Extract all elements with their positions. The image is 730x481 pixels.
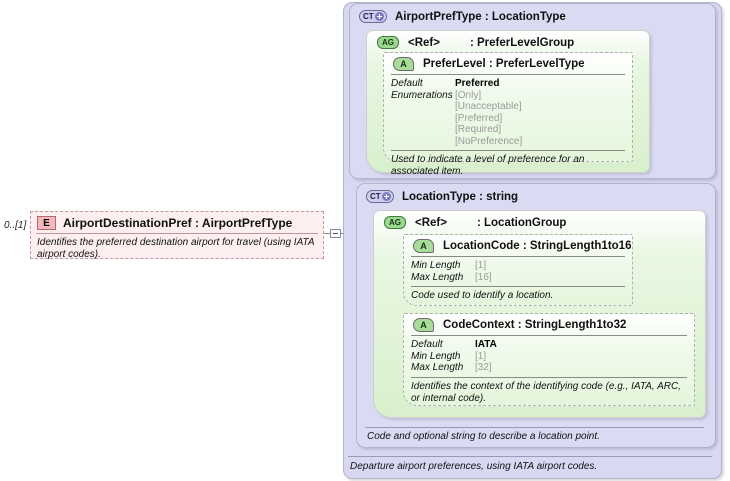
facet-name: Default	[391, 78, 423, 89]
facet-name: Min Length	[411, 260, 461, 271]
collapse-minus-icon[interactable]	[330, 229, 341, 238]
attribute-description: Identifies the context of the identifyin…	[411, 380, 681, 404]
facet-name	[391, 101, 455, 113]
element-airportdestinationpref[interactable]: E AirportDestinationPref : AirportPrefTy…	[30, 211, 324, 260]
attributegroup-title: <Ref> : PreferLevelGroup	[408, 37, 574, 49]
plus-icon	[382, 192, 391, 201]
attributegroup-badge-icon: AG	[384, 216, 406, 229]
facet-name: Default	[411, 339, 443, 350]
element-header: E AirportDestinationPref : AirportPrefTy…	[31, 212, 323, 233]
facet-row: Max Length [16]	[411, 272, 625, 284]
element-divider	[36, 233, 318, 234]
attributegroup-name: : LocationGroup	[476, 216, 567, 229]
facet-value: [Preferred]	[455, 112, 503, 124]
facet-value: [1]	[475, 350, 487, 362]
complextype-expand-icon[interactable]: CT	[359, 10, 387, 23]
outer-description-rule	[348, 456, 712, 457]
attribute-facets: Default IATA Min Length [1] Max Length […	[404, 336, 694, 377]
facet-value: [Unacceptable]	[455, 101, 522, 112]
facet-row: Min Length [1]	[411, 351, 687, 363]
attributegroup-name: : PreferLevelGroup	[469, 36, 575, 49]
facet-row: Default Preferred	[391, 78, 625, 90]
element-badge-icon: E	[37, 216, 56, 230]
complextype-header: CT AirportPrefType : LocationType	[350, 4, 715, 23]
complextype-expand-icon[interactable]: CT	[366, 190, 394, 203]
element-cardinality: 0..[1]	[4, 220, 27, 231]
facet-value: [16]	[475, 271, 492, 283]
attribute-header: A LocationCode : StringLength1to16	[404, 235, 632, 256]
attribute-divider-bottom	[411, 376, 687, 378]
complextype-title: AirportPrefType : LocationType	[395, 10, 566, 23]
attributegroup-title: <Ref> : LocationGroup	[415, 217, 566, 229]
attribute-divider-bottom	[391, 150, 625, 151]
attribute-preferlevel[interactable]: A PreferLevel : PreferLevelType Default …	[383, 52, 633, 177]
attribute-facets: Default Preferred Enumerations [Only] [U…	[384, 75, 632, 150]
facet-value: [Only]	[455, 89, 482, 101]
facet-name: Min Length	[411, 350, 461, 362]
attribute-divider-bottom	[411, 286, 625, 287]
attribute-header: A CodeContext : StringLength1to32	[404, 314, 694, 335]
facet-name: Enumerations	[391, 89, 453, 101]
facet-name	[391, 124, 455, 136]
facet-row: Enumerations [Only]	[391, 90, 625, 102]
facet-value: [1]	[475, 260, 487, 271]
attribute-divider-top	[411, 256, 625, 257]
ct-badge-text: CT	[363, 12, 374, 21]
facet-row: [NoPreference]	[391, 136, 625, 148]
facet-value: [32]	[475, 362, 492, 373]
locationtype-description: Code and optional string to describe a l…	[367, 431, 600, 442]
minus-glyph	[333, 233, 338, 234]
attribute-description: Used to indicate a level of preference f…	[391, 154, 585, 177]
facet-name	[391, 136, 455, 148]
locationtype-description-rule	[365, 427, 704, 428]
attribute-badge-icon: A	[393, 57, 414, 71]
attributegroup-ref-label: <Ref>	[415, 216, 447, 229]
facet-row: Default IATA	[411, 339, 687, 351]
facet-value: [NoPreference]	[455, 135, 523, 147]
attribute-divider-top	[391, 74, 625, 75]
complextype-title: LocationType : string	[402, 190, 519, 203]
facet-name: Max Length	[411, 362, 464, 373]
attribute-title: PreferLevel : PreferLevelType	[423, 58, 585, 70]
facet-row: [Required]	[391, 124, 625, 136]
facet-name	[391, 113, 455, 125]
attribute-codecontext[interactable]: A CodeContext : StringLength1to32 Defaul…	[403, 313, 695, 406]
attribute-title: LocationCode : StringLength1to16	[443, 240, 632, 252]
facet-row: Max Length [32]	[411, 362, 687, 374]
plus-icon	[375, 12, 384, 21]
facet-row: [Preferred]	[391, 113, 625, 125]
attribute-badge-icon: A	[413, 318, 434, 332]
element-description: Identifies the preferred destination air…	[37, 237, 315, 260]
attributegroup-ref-label: <Ref>	[408, 36, 440, 49]
ct-badge-text: CT	[370, 192, 381, 201]
facet-name: Max Length	[411, 271, 464, 283]
attribute-header: A PreferLevel : PreferLevelType	[384, 53, 632, 74]
facet-row: Min Length [1]	[411, 260, 625, 272]
facet-value: [Required]	[455, 124, 502, 135]
outer-description: Departure airport preferences, using IAT…	[350, 461, 598, 472]
facet-value: IATA	[475, 339, 497, 350]
facet-value: Preferred	[455, 78, 500, 89]
attributegroup-header: AG <Ref> : LocationGroup	[374, 211, 705, 229]
attribute-badge-icon: A	[413, 239, 434, 253]
attribute-locationcode[interactable]: A LocationCode : StringLength1to16 Min L…	[403, 234, 633, 306]
attribute-divider-top	[411, 335, 687, 336]
attributegroup-header: AG <Ref> : PreferLevelGroup	[367, 31, 649, 49]
attributegroup-badge-icon: AG	[377, 36, 399, 49]
complextype-header: CT LocationType : string	[357, 184, 715, 203]
attribute-facets: Min Length [1] Max Length [16]	[404, 257, 632, 286]
connector-element-to-toggle	[324, 233, 330, 234]
attribute-description: Code used to identify a location.	[411, 290, 554, 301]
element-title: AirportDestinationPref : AirportPrefType	[63, 216, 293, 230]
attribute-title: CodeContext : StringLength1to32	[443, 319, 627, 331]
facet-row: [Unacceptable]	[391, 101, 625, 113]
